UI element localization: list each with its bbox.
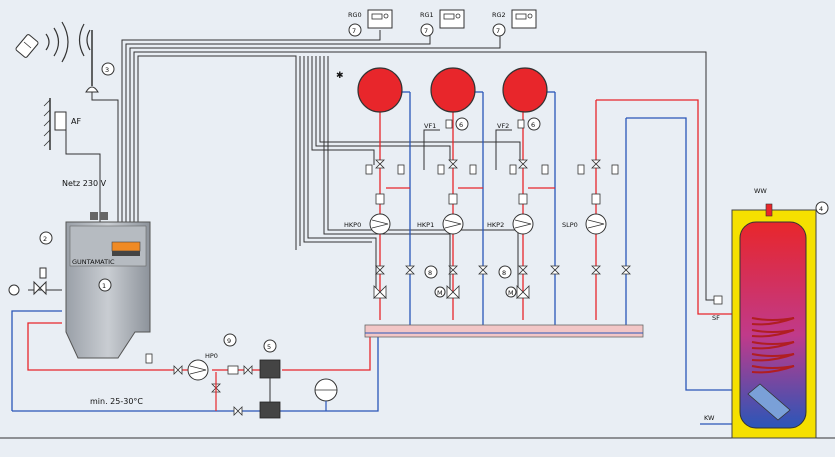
mixer-motor-hk1[interactable]: M 8 (424, 265, 446, 298)
storage-tank-ref: 4 (819, 205, 823, 213)
mixer-letter: M (437, 289, 443, 297)
flow-sensor-vf2: VF2 6 (497, 117, 541, 131)
pump-slp0[interactable]: SLP0 (562, 213, 607, 235)
rg1-label: RG1 (420, 11, 434, 19)
vf1-ref: 6 (459, 121, 463, 129)
supply-label: Netz 230 V (62, 179, 107, 188)
radio-waves-icon (45, 21, 91, 63)
mixer-letter: M (508, 289, 514, 297)
dirt-trap-ref: 5 (267, 343, 271, 351)
valves (173, 159, 631, 416)
expansion-vessel (430, 67, 476, 113)
rg0-ref: 7 (352, 27, 356, 35)
boiler-pump-hp0[interactable]: HP0 9 (187, 333, 237, 381)
pump-hkp2-label: HKP2 (487, 221, 504, 229)
room-controller-rg0[interactable]: RG0 7 (348, 9, 393, 37)
frost-icon: ✱ (336, 71, 344, 81)
pump-slp0-label: SLP0 (562, 221, 578, 229)
pump-hkp0[interactable]: HKP0 (344, 213, 391, 235)
storage-sensor-label: SF (712, 314, 720, 322)
return-temp-label: min. 25-30°C (90, 397, 143, 406)
heating-coil (751, 317, 795, 374)
mixer-ref: 8 (428, 269, 432, 277)
room-controller-rg1[interactable]: RG1 7 (420, 9, 465, 37)
pump-hkp1[interactable]: HKP1 (417, 213, 464, 235)
rg2-label: RG2 (492, 11, 506, 19)
pump-hkp2[interactable]: HKP2 (487, 213, 534, 235)
storage-tank[interactable]: WW 4 SF KW (704, 187, 829, 439)
boiler-pump-label: HP0 (205, 352, 218, 360)
boiler-ref: 2 (43, 235, 47, 243)
boiler-brand: GUNTAMATIC (72, 258, 115, 266)
outdoor-sensor: AF (43, 98, 81, 150)
mixer-motor-hk2[interactable]: M 8 (498, 265, 517, 298)
mixer-ref: 8 (502, 269, 506, 277)
vf2-label: VF2 (497, 122, 509, 130)
cold-water-label: KW (704, 414, 715, 422)
vf1-label: VF1 (424, 122, 436, 130)
control-wiring (65, 30, 718, 301)
rg2-ref: 7 (496, 27, 500, 35)
distribution-manifold (364, 324, 644, 338)
boiler-pump-ref: 9 (227, 337, 231, 345)
hot-water-label: WW (754, 187, 767, 195)
rg1-ref: 7 (424, 27, 428, 35)
expansion-vessel (357, 67, 403, 113)
rg0-label: RG0 (348, 11, 362, 19)
mobile-phone-icon (15, 34, 39, 58)
dirt-trap: 5 (259, 339, 281, 419)
three-way-valves (373, 285, 530, 299)
pump-hkp1-label: HKP1 (417, 221, 434, 229)
check-valves (227, 193, 601, 375)
safety-group (8, 267, 62, 296)
vf2-ref: 6 (531, 121, 535, 129)
antenna-ref: 3 (105, 66, 109, 74)
antenna-icon: 3 (85, 30, 115, 93)
pump-hkp0-label: HKP0 (344, 221, 361, 229)
boiler-unit-ref: 1 (102, 282, 106, 290)
expansion-vessel (502, 67, 548, 113)
thermometers (145, 164, 619, 364)
room-controller-rg2[interactable]: RG2 7 (492, 9, 537, 37)
outdoor-sensor-label: AF (71, 117, 81, 126)
flow-sensor-vf1: VF1 6 (424, 117, 469, 131)
boiler[interactable]: GUNTAMATIC 1 2 (39, 212, 151, 359)
